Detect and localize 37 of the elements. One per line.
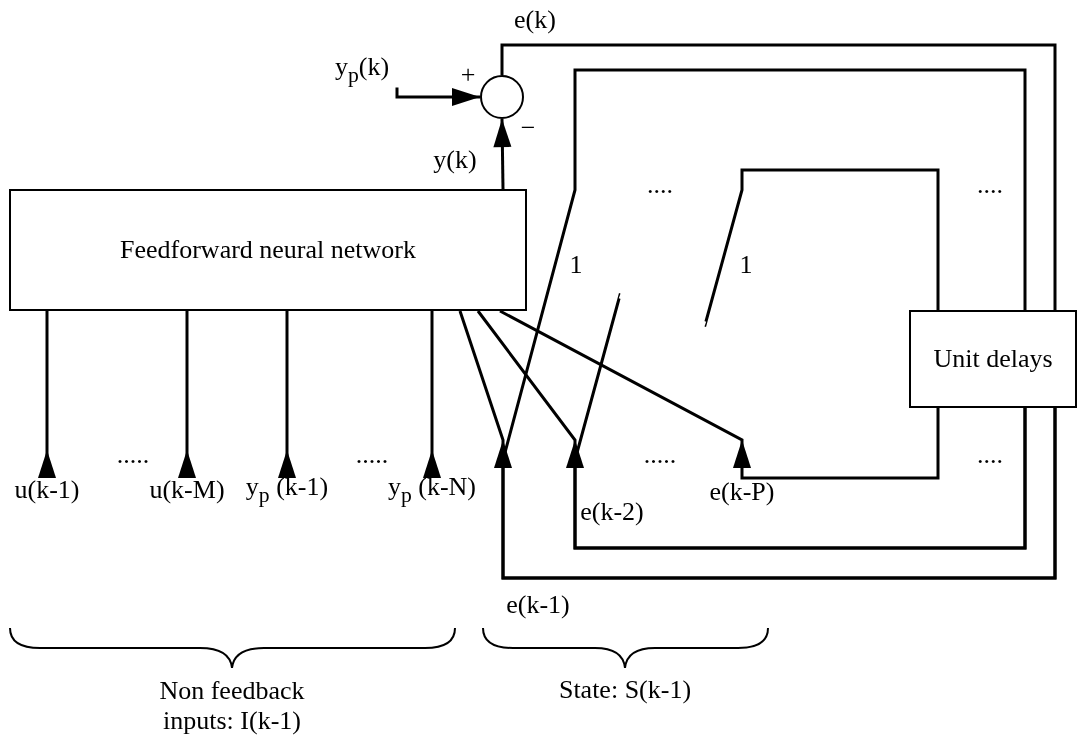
arrow bbox=[38, 311, 56, 478]
brace-label: Non feedback inputs: I(k-1) bbox=[158, 676, 306, 736]
edge-label: 1 bbox=[739, 250, 753, 280]
brace-label: State: S(k-1) bbox=[558, 675, 692, 705]
signal-label: u(k-1) bbox=[14, 475, 80, 505]
signal-label: y$_{p}$ (k-1) bbox=[245, 472, 329, 508]
ellipsis-mark: ..... bbox=[355, 440, 389, 470]
ellipsis-mark: .... bbox=[647, 170, 673, 200]
ellipsis-mark: ..... bbox=[116, 440, 150, 470]
edge-label: e(k) bbox=[514, 5, 556, 35]
signal-label: y$_{p}$(k) bbox=[334, 52, 390, 88]
connector-line bbox=[500, 43, 1057, 310]
connector-line bbox=[501, 68, 1057, 580]
ellipsis-mark: .... bbox=[977, 440, 1003, 470]
arrow bbox=[178, 311, 196, 478]
arrow bbox=[499, 309, 940, 480]
arrow bbox=[395, 87, 480, 106]
arrow bbox=[493, 118, 512, 190]
edge-label: 1 bbox=[569, 250, 583, 280]
arrow bbox=[278, 311, 296, 478]
edge-label: e(k-2) bbox=[580, 497, 644, 527]
edge-label: y(k) bbox=[433, 145, 477, 175]
ellipsis-mark: .... bbox=[977, 170, 1003, 200]
sign-label: − bbox=[520, 113, 536, 143]
process-box bbox=[9, 189, 527, 311]
box-title: Unit delays bbox=[932, 344, 1054, 374]
connector-line bbox=[573, 168, 1027, 550]
edge-label: e(k-1) bbox=[506, 590, 570, 620]
ellipsis-mark: ..... bbox=[643, 440, 677, 470]
summing-junction bbox=[480, 75, 524, 119]
sign-label: + bbox=[460, 60, 476, 90]
signal-label: y$_{p}$ (k-N) bbox=[387, 472, 477, 508]
box-title: Feedforward neural network bbox=[119, 235, 417, 265]
edge-label: e(k-P) bbox=[709, 477, 775, 507]
arrow bbox=[423, 311, 441, 478]
signal-label: u(k-M) bbox=[149, 475, 225, 505]
process-box bbox=[909, 310, 1077, 408]
